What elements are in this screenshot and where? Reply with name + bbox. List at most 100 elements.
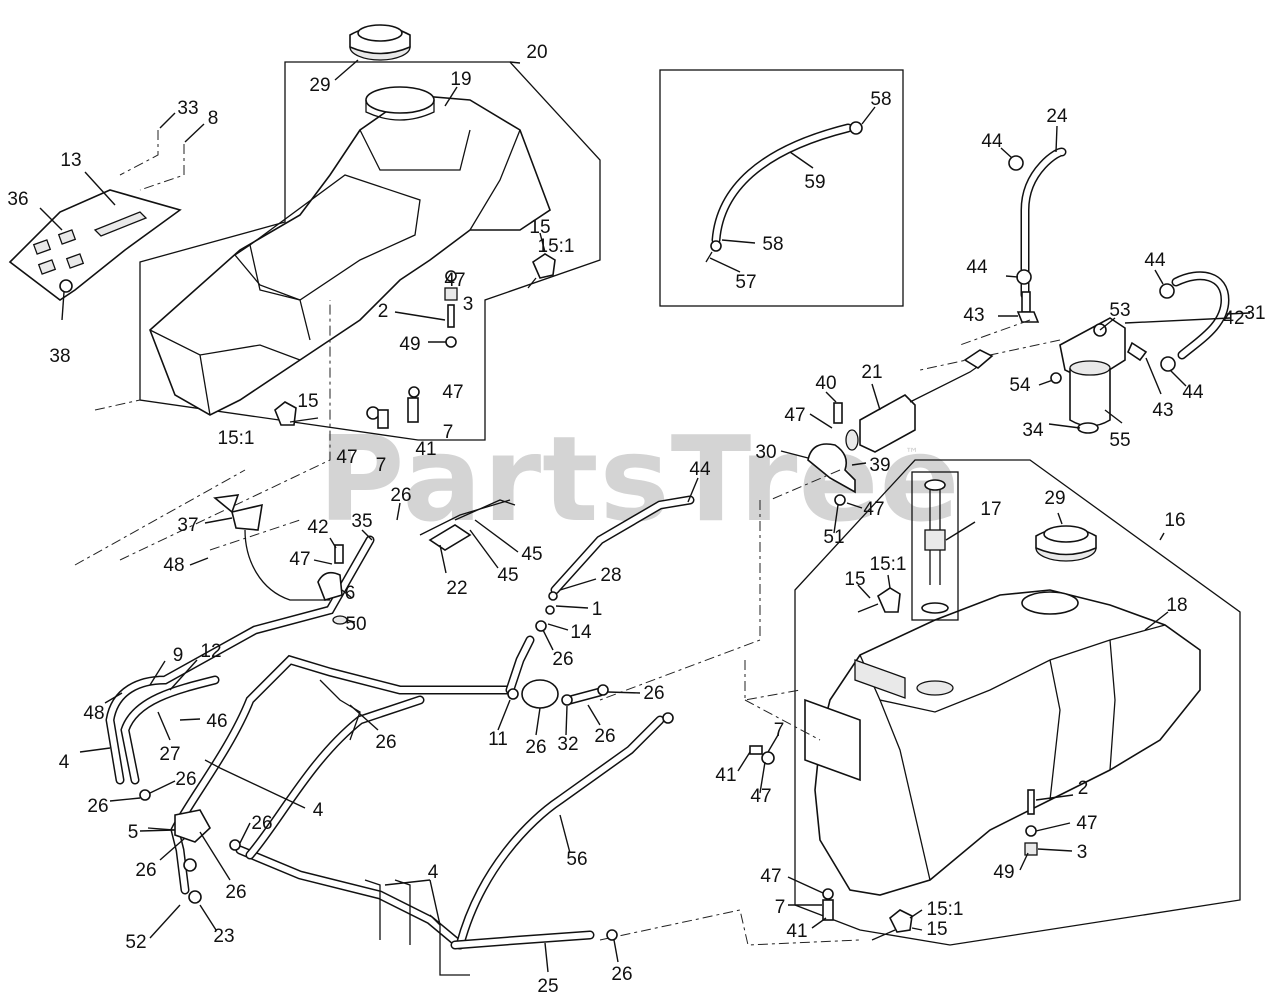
callout-16-label: 16 [1164, 510, 1185, 531]
leader-15-upper [539, 232, 546, 253]
left-tank-frame [139, 61, 601, 441]
leader-19 [444, 86, 458, 107]
callout-25-label: 25 [537, 976, 558, 995]
callout-11-label: 11 [488, 729, 508, 750]
leader-13 [84, 171, 116, 206]
right-tank-frame [794, 459, 1241, 946]
callout-15-label: 15 [297, 391, 318, 412]
callout-15-label: 15 [926, 919, 947, 940]
leader-32 [587, 704, 601, 726]
callout-12-label: 12 [200, 641, 221, 662]
callout-47-label: 47 [784, 405, 805, 426]
dash-pump [599, 469, 841, 701]
callout-47-label: 47 [336, 447, 357, 468]
right-fuel-tank [804, 589, 1201, 896]
right-tank-lower-fitting [871, 909, 913, 941]
leader-26-bottom [613, 939, 619, 963]
right-tank-fitting-upper [857, 587, 901, 613]
callout-9-label: 9 [173, 645, 184, 666]
leader-47-right [759, 761, 766, 794]
leader-26-r2 [565, 705, 568, 736]
hose-clamp-6 [317, 544, 348, 625]
right-fuel-cap [1035, 525, 1097, 562]
callout-32-label: 32 [557, 734, 578, 755]
leader-12 [169, 659, 198, 691]
callout-4-label: 4 [59, 752, 70, 773]
callout-13-label: 13 [60, 150, 81, 171]
filler-vent-hose [1008, 147, 1067, 300]
leader-39 [851, 462, 867, 466]
callout-29-label: 29 [309, 75, 330, 96]
callout-26-label: 26 [225, 882, 246, 903]
callout-41-label: 41 [715, 765, 736, 786]
leader-59 [789, 151, 814, 169]
leader-20 [509, 61, 521, 64]
callout-26-label: 26 [87, 796, 108, 817]
callout-44-label: 44 [1182, 382, 1204, 403]
callout-29-label: 29 [1044, 488, 1065, 509]
fuel-filter-assembly [1059, 317, 1148, 434]
leader-15-1-rl [909, 909, 923, 919]
bolt-40 [833, 402, 843, 424]
leader-58-top [861, 106, 876, 125]
dash-filter [919, 319, 1061, 371]
leader-38 [61, 291, 65, 321]
callout-44-label: 44 [966, 257, 988, 278]
sender-box [911, 471, 959, 621]
callout-3-label: 3 [1077, 842, 1088, 863]
leader-8 [184, 123, 205, 143]
leader-28 [559, 578, 597, 591]
callout-51-label: 51 [823, 527, 844, 548]
callout-35-label: 35 [351, 511, 372, 532]
callout-15-label: 15 [529, 217, 550, 238]
callout-58-label: 58 [870, 89, 891, 110]
callout-23-label: 23 [213, 926, 234, 947]
callout-42-label: 42 [1223, 308, 1244, 329]
leader-26-l3 [109, 797, 141, 802]
leader-44-c [1154, 269, 1164, 285]
leader-44-d [1169, 369, 1187, 387]
leader-31 [1225, 312, 1251, 315]
leader-41-right [737, 751, 751, 772]
leader-26-l6 [199, 831, 231, 881]
leader-24 [1055, 125, 1058, 153]
leader-3-right [1037, 848, 1073, 852]
callout-49-label: 49 [399, 334, 420, 355]
leader-18 [1144, 611, 1169, 631]
callout-15-label: 15 [844, 569, 865, 590]
pump-bracket [807, 443, 856, 494]
callout-58-label: 58 [762, 234, 783, 255]
leader-4-c [384, 879, 441, 926]
callout-26-label: 26 [251, 813, 272, 834]
callout-26-label: 26 [135, 860, 156, 881]
fuel-gauge-switch [213, 494, 330, 601]
dash-left-tank [74, 300, 331, 566]
leader-26-mid [542, 629, 554, 651]
leader-4-a [349, 704, 379, 731]
callout-26-label: 26 [175, 769, 196, 790]
dash-lower [599, 909, 861, 946]
callout-15-1-label: 15:1 [870, 554, 907, 575]
leader-17 [945, 521, 976, 541]
leader-52 [149, 904, 181, 939]
callout-7-label: 7 [443, 422, 454, 443]
leader-58-bottom [721, 239, 756, 244]
leader-40 [825, 391, 837, 403]
leader-47-rl [787, 876, 824, 894]
leader-26-l4 [239, 822, 251, 844]
leader-26-l2 [149, 780, 176, 794]
callout-15-1-label: 15:1 [927, 899, 964, 920]
leader-51 [833, 504, 839, 534]
leader-49-right [1019, 852, 1029, 871]
leader-35 [361, 529, 373, 541]
callout-7-label: 7 [376, 455, 387, 476]
leader-45-b [469, 529, 499, 569]
callout-41-label: 41 [786, 921, 807, 942]
washer-47-pump [834, 494, 846, 506]
callout-4-label: 4 [428, 862, 439, 883]
callout-5-label: 5 [128, 822, 139, 843]
leader-37 [204, 517, 233, 524]
callout-59-label: 59 [804, 172, 825, 193]
callout-53-label: 53 [1109, 300, 1130, 321]
